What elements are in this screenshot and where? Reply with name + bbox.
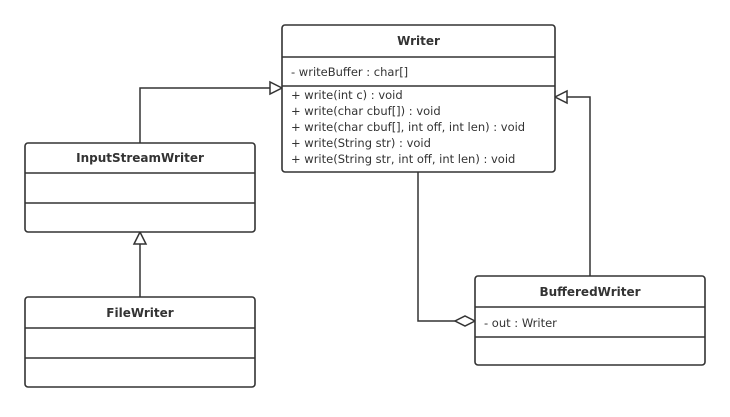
hollow-triangle-arrow-icon xyxy=(132,230,148,245)
attribute: - out : Writer xyxy=(484,316,557,330)
class-name: FileWriter xyxy=(106,306,173,320)
class-name: InputStreamWriter xyxy=(76,151,204,165)
hollow-triangle-arrow-icon xyxy=(553,89,568,105)
method: + write(int c) : void xyxy=(291,88,403,102)
class-filewriter[interactable]: FileWriter xyxy=(24,296,256,388)
hollow-triangle-arrow-icon xyxy=(269,80,284,96)
aggregation-bufferedwriter-writer xyxy=(417,172,477,327)
generalization-inputstreamwriter-writer xyxy=(139,80,284,143)
method: + write(String str) : void xyxy=(291,136,431,150)
class-name: Writer xyxy=(397,34,440,48)
attribute: - writeBuffer : char[] xyxy=(291,65,408,79)
generalization-filewriter-inputstreamwriter xyxy=(132,230,148,297)
class-name: BufferedWriter xyxy=(539,285,640,299)
method: + write(String str, int off, int len) : … xyxy=(291,152,515,166)
class-writer[interactable]: Writer - writeBuffer : char[] + write(in… xyxy=(281,24,556,173)
hollow-diamond-icon xyxy=(453,315,477,327)
generalization-bufferedwriter-writer xyxy=(553,89,591,276)
method: + write(char cbuf[], int off, int len) :… xyxy=(291,120,525,134)
method: + write(char cbuf[]) : void xyxy=(291,104,441,118)
class-inputstreamwriter[interactable]: InputStreamWriter xyxy=(24,142,256,233)
class-bufferedwriter[interactable]: BufferedWriter - out : Writer xyxy=(474,275,706,366)
